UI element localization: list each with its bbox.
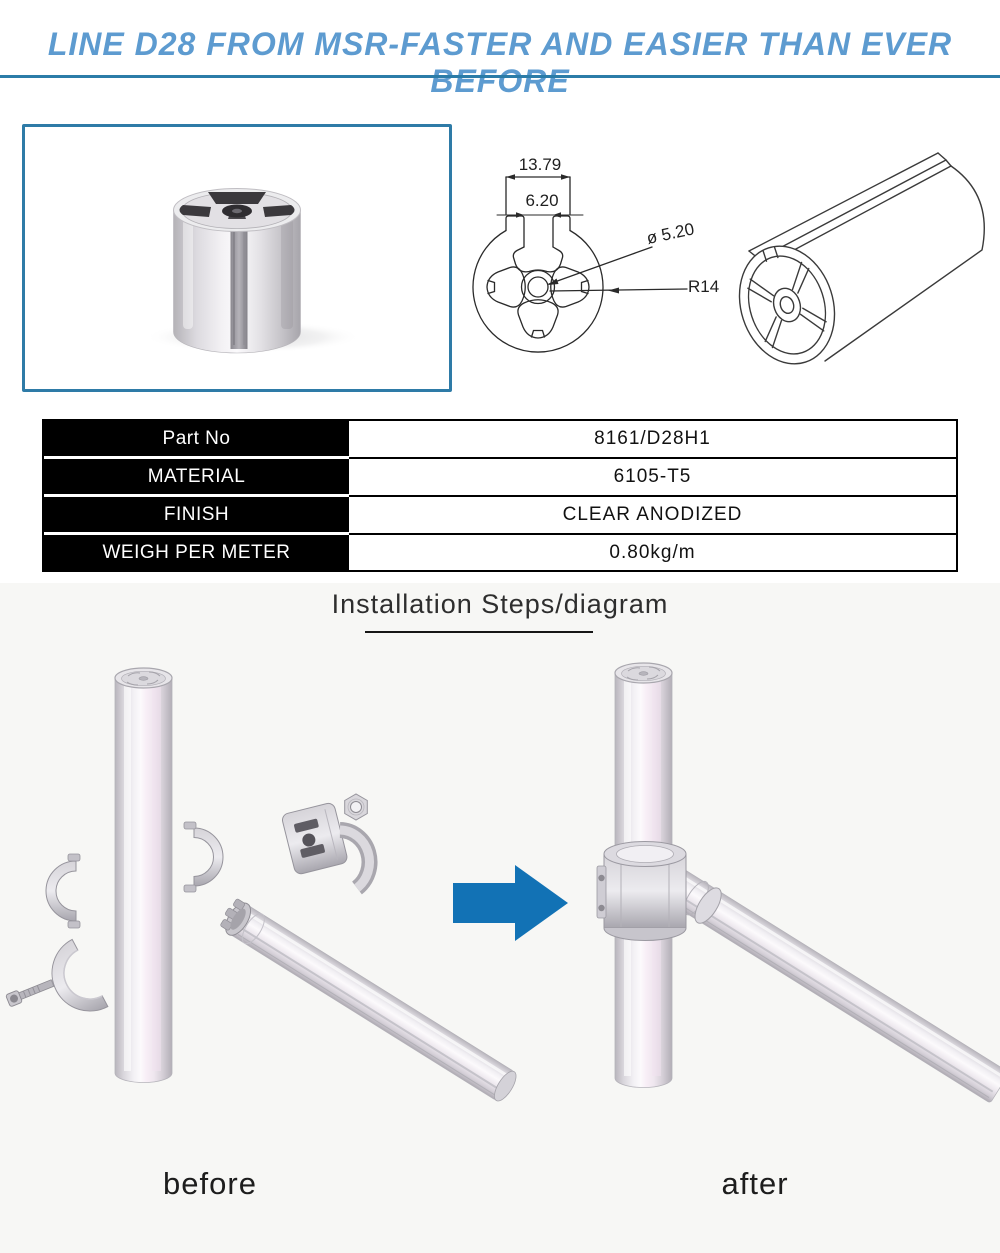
aluminum-part [173,188,301,354]
after-diagram [596,662,1000,1103]
header-rule [0,75,1000,78]
clamp-half-right [183,821,224,893]
spec-table: Part No 8161/D28H1 MATERIAL 6105-T5 FINI… [42,419,958,572]
diagonal-tube [220,898,517,1102]
hex-nut [344,793,368,821]
profile-3d-drawing [738,152,985,365]
before-diagram [5,667,517,1102]
cross-section-drawing: 13.79 6.20 [472,155,719,353]
spec-value: 8161/D28H1 [349,421,956,459]
leader-radius: R14 [549,277,719,296]
dim-13-79: 13.79 [505,155,571,215]
dim-6-20: 6.20 [496,191,584,218]
clamp-half-left [45,853,81,929]
front-face [738,245,836,365]
tube-body-outline [748,152,985,362]
profile-outline [472,215,604,353]
diagonal-tube [655,863,1000,1103]
spec-label: WEIGH PER METER [44,535,349,570]
table-row: WEIGH PER METER 0.80kg/m [44,535,956,570]
installation-heading: Installation Steps/diagram [331,589,669,619]
dim-hole-dia-text: ø 5.20 [645,219,696,248]
dim-radius-text: R14 [688,277,719,296]
spec-value: 0.80kg/m [349,535,956,570]
spec-value: CLEAR ANODIZED [349,497,956,535]
spec-value: 6105-T5 [349,459,956,497]
arrow-right-icon [453,865,568,941]
vertical-tube [114,667,173,1083]
table-row: MATERIAL 6105-T5 [44,459,956,497]
spec-label: Part No [44,421,349,459]
dim-slot-width-text: 6.20 [525,191,558,210]
clamp-plate [281,802,348,875]
product-photo [145,188,361,354]
clamp-assembly [596,841,687,941]
dim-outer-width-text: 13.79 [519,155,562,174]
spec-label: FINISH [44,497,349,535]
after-label: after [721,1166,789,1201]
table-row: Part No 8161/D28H1 [44,421,956,459]
table-row: FINISH CLEAR ANODIZED [44,497,956,535]
spec-label: MATERIAL [44,459,349,497]
page-title: LINE D28 FROM MSR-FASTER AND EASIER THAN… [47,26,953,99]
saddle-shell [339,822,378,895]
before-label: before [163,1166,257,1201]
heading-underline [365,631,593,633]
top-cutouts [179,192,295,219]
installation-diagram [5,662,1000,1103]
castellated-connector [220,898,265,945]
product-photo-box [22,124,452,392]
saddle-clamp [51,938,109,1012]
screw [5,979,58,1007]
